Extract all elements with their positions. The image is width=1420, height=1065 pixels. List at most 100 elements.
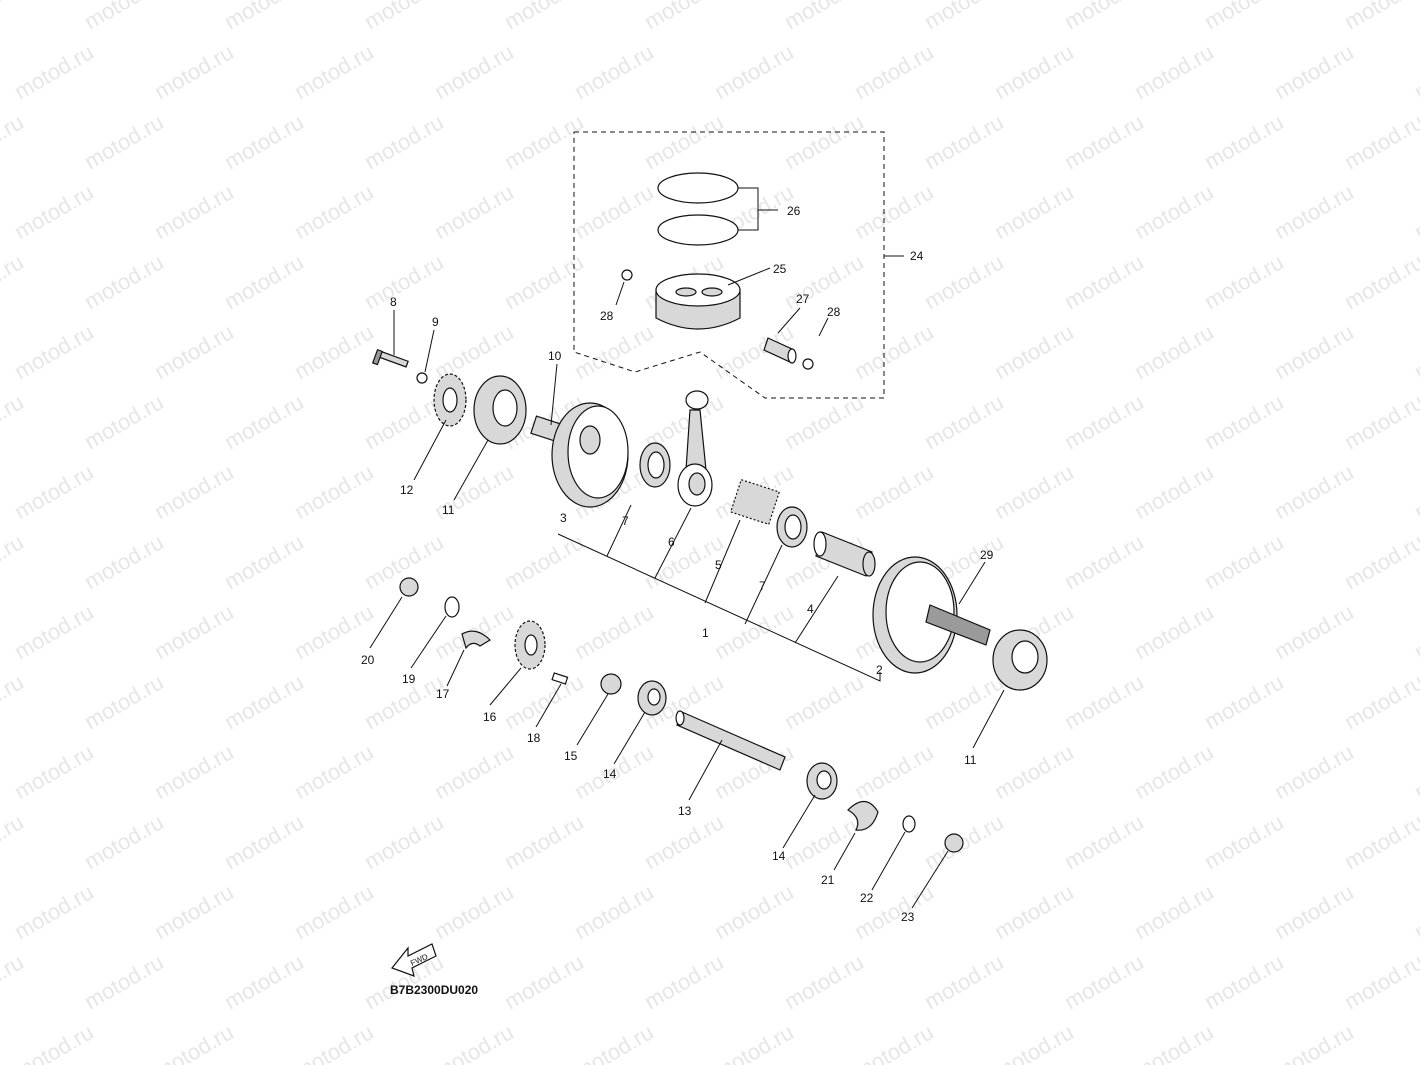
label-13: 13: [678, 804, 692, 818]
watermark-text: motod.ru: [150, 319, 238, 384]
watermark-text: motod.ru: [80, 249, 168, 314]
watermark-text: motod.ru: [10, 179, 98, 244]
watermark-text: motod.ru: [290, 459, 378, 524]
watermark-text: motod.ru: [360, 109, 448, 174]
watermark-text: motod.ru: [1130, 599, 1218, 664]
watermark-text: motod.ru: [220, 0, 308, 34]
label-28b: 28: [827, 305, 841, 319]
balancer-shaft-icon: [675, 710, 786, 771]
needle-bearing-icon: [729, 478, 781, 526]
watermark-text: motod.ru: [0, 529, 28, 594]
watermark-text: motod.ru: [290, 1019, 378, 1065]
watermark-text: motod.ru: [1410, 39, 1420, 104]
watermark-text: motod.ru: [990, 1019, 1078, 1065]
label-10: 10: [548, 349, 562, 363]
key-icon: [551, 672, 569, 685]
watermark-text: motod.ru: [430, 179, 518, 244]
watermark-text: motod.ru: [0, 389, 28, 454]
watermark-text: motod.ru: [850, 459, 938, 524]
watermark-text: motod.ru: [150, 1019, 238, 1065]
watermark-text: motod.ru: [570, 1019, 658, 1065]
watermark-text: motod.ru: [990, 319, 1078, 384]
watermark-text: motod.ru: [1340, 249, 1420, 314]
watermark-text: motod.ru: [1200, 809, 1288, 874]
piston-assembly-box: [573, 131, 885, 399]
watermark-text: motod.ru: [780, 669, 868, 734]
watermark-text: motod.ru: [500, 809, 588, 874]
watermark-text: motod.ru: [500, 249, 588, 314]
watermark-text: motod.ru: [360, 809, 448, 874]
watermark-text: motod.ru: [710, 39, 798, 104]
watermark-text: motod.ru: [80, 109, 168, 174]
watermark-text: motod.ru: [990, 459, 1078, 524]
watermark-text: motod.ru: [1060, 249, 1148, 314]
watermark-text: motod.ru: [640, 809, 728, 874]
watermark-text: motod.ru: [990, 739, 1078, 804]
watermark-text: motod.ru: [570, 879, 658, 944]
watermark-text: motod.ru: [1060, 0, 1148, 34]
crank-pin-icon: [813, 531, 876, 577]
nut-icon: [944, 833, 964, 853]
watermark-text: motod.ru: [80, 529, 168, 594]
watermark-text: motod.ru: [850, 1019, 938, 1065]
watermark-text: motod.ru: [220, 109, 308, 174]
thrust-washer-hole: [647, 451, 665, 479]
weight-icon: [461, 630, 491, 650]
label-14b: 14: [772, 849, 786, 863]
watermark-text: motod.ru: [920, 809, 1008, 874]
watermark-text: motod.ru: [500, 0, 588, 34]
watermark-text: motod.ru: [1410, 459, 1420, 524]
washer-icon: [444, 596, 460, 618]
timing-gear-icon: [433, 373, 467, 427]
watermark-text: motod.ru: [1130, 1019, 1218, 1065]
watermark-text: motod.ru: [920, 249, 1008, 314]
watermark-text: motod.ru: [10, 459, 98, 524]
watermark-text: motod.ru: [10, 599, 98, 664]
watermark-text: motod.ru: [220, 249, 308, 314]
label-9: 9: [432, 315, 439, 329]
watermark-text: motod.ru: [1200, 529, 1288, 594]
label-17: 17: [436, 687, 450, 701]
watermark-text: motod.ru: [80, 0, 168, 34]
connecting-rod-icon: [677, 390, 713, 507]
circlip-icon: [802, 358, 814, 370]
watermark-text: motod.ru: [1200, 249, 1288, 314]
label-7a: 7: [622, 514, 629, 528]
watermark-text: motod.ru: [430, 39, 518, 104]
watermark-text: motod.ru: [80, 809, 168, 874]
watermark-text: motod.ru: [640, 109, 728, 174]
watermark-text: motod.ru: [1130, 739, 1218, 804]
watermark-text: motod.ru: [1130, 319, 1218, 384]
watermark-text: motod.ru: [850, 739, 938, 804]
watermark-text: motod.ru: [640, 0, 728, 34]
watermark-text: motod.ru: [290, 319, 378, 384]
label-2: 2: [876, 663, 883, 677]
watermark-text: motod.ru: [1270, 459, 1358, 524]
watermark-text: motod.ru: [80, 389, 168, 454]
label-4: 4: [807, 602, 814, 616]
crank-web-right-icon: [872, 556, 991, 674]
watermark-text: motod.ru: [920, 389, 1008, 454]
circlip-icon: [621, 269, 633, 281]
label-15: 15: [564, 749, 578, 763]
watermark-text: motod.ru: [1410, 599, 1420, 664]
watermark-text: motod.ru: [430, 739, 518, 804]
watermark-text: motod.ru: [1340, 109, 1420, 174]
label-18: 18: [527, 731, 541, 745]
thrust-washer-hole: [784, 514, 802, 540]
watermark-text: motod.ru: [10, 319, 98, 384]
watermark-text: motod.ru: [1340, 949, 1420, 1014]
watermark-text: motod.ru: [150, 739, 238, 804]
watermark-text: motod.ru: [1130, 39, 1218, 104]
watermark-text: motod.ru: [430, 879, 518, 944]
washer-icon: [416, 372, 428, 384]
watermark-text: motod.ru: [1340, 529, 1420, 594]
piston-icon: [655, 273, 741, 330]
label-19: 19: [402, 672, 416, 686]
watermark-text: motod.ru: [1270, 319, 1358, 384]
balancer-gear-icon: [514, 620, 546, 670]
part-labels: 1 2 3 4 5 6 7 7 8 9 10 11 11 12 13 14 14…: [361, 204, 994, 924]
watermark-text: motod.ru: [0, 949, 28, 1014]
watermark-text: motod.ru: [850, 39, 938, 104]
